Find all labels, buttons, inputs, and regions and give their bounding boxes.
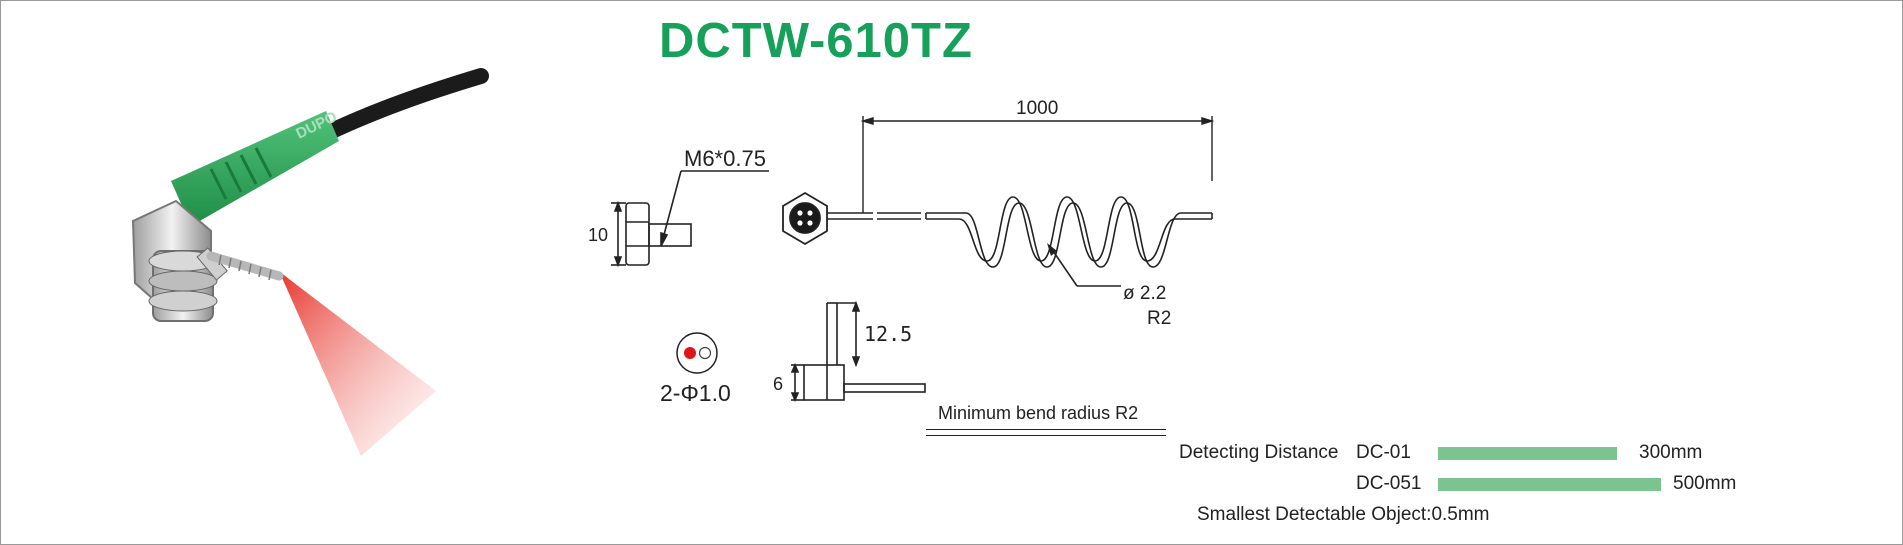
core-label: 2-Φ1.0 [660,380,731,406]
product-photo: DUPO [131,68,489,456]
fiber-diameter-label: ø 2.2 [1123,283,1166,304]
fiber-cable-drawing [827,196,1213,268]
min-bend-underline [926,429,1166,436]
photo-green-sleeve [171,111,339,226]
bottom-side-view [790,300,926,403]
bend-radius-label: R2 [1147,308,1171,329]
min-bend-note: Minimum bend radius R2 [938,403,1139,423]
dimension-6: 6 [773,374,783,394]
spec-value-dc-051: 500mm [1673,473,1737,494]
front-view-holes [797,210,813,226]
detecting-distance-label: Detecting Distance [1179,442,1339,463]
smallest-object-text: Smallest Detectable Object:0.5mm [1197,504,1490,525]
length-dimension-line [860,116,1215,213]
length-dimension: 1000 [1016,98,1058,119]
dimension-12-5: 12.5 [864,322,912,346]
page-title: DCTW-610TZ [659,14,973,68]
photo-cable [303,68,489,149]
spec-model-dc-01: DC-01 [1356,442,1411,463]
front-view [782,191,828,246]
range-bar-dc-051 [1438,478,1661,491]
spec-model-dc-051: DC-051 [1356,473,1422,494]
spec-value-dc-01: 300mm [1639,442,1703,463]
height-dimension: 10 [588,225,608,245]
technical-drawing: M6*0.75 10 [588,98,1215,406]
thread-label: M6*0.75 [684,146,766,171]
range-bar-dc-01 [1438,447,1617,460]
core-cross-section [676,332,718,374]
side-view [611,170,769,268]
photo-light-beam [279,271,436,456]
